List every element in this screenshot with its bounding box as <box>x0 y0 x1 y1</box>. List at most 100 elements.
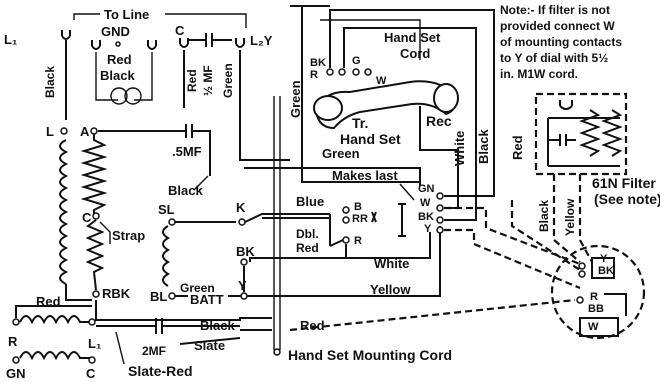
network-coil-bottom-icon <box>19 351 90 361</box>
white-h-label: White <box>374 256 409 271</box>
a-terminal-icon <box>90 127 98 135</box>
filter-name-line-1: 61N Filter <box>592 175 656 191</box>
ringer-terminal-right-icon <box>147 40 157 50</box>
yellow-h-label: Yellow <box>370 282 411 297</box>
filter-box <box>534 92 628 176</box>
g-hs-label: G <box>352 55 361 67</box>
bl-terminal-icon <box>168 292 176 300</box>
dial-group: Y BK R BB W <box>550 244 646 340</box>
rec-label: Rec <box>426 113 452 129</box>
white-vertical-label: White <box>452 131 467 166</box>
sl-terminal-icon <box>168 218 176 226</box>
filter-capacitor-icon <box>547 118 576 166</box>
hand-set-cord-label-2: Cord <box>400 46 430 61</box>
bk-sw-label: BK <box>236 244 255 259</box>
l2y-label: L₂Y <box>250 33 273 48</box>
red-vertical-label: Red <box>510 135 525 160</box>
mounting-contacts-group: Green Makes last GN W BK Y White Black R… <box>244 9 581 290</box>
wire-coil-to-rbk <box>65 284 92 301</box>
wire-w-to-dial-dashed <box>444 206 581 266</box>
wire-white-horizontal <box>249 232 431 262</box>
induction-coil-group: L A .5MF C Strap RBK <box>46 124 211 301</box>
wire-bk-to-dial-dashed <box>510 200 581 271</box>
makes-last-label: Makes last <box>332 168 398 183</box>
wire-slate <box>179 337 241 345</box>
to-line-label: To Line <box>104 7 149 22</box>
c-top-terminal-icon <box>179 38 189 48</box>
to-line-bracket-left <box>73 13 100 20</box>
makes-last-pointer <box>399 183 415 201</box>
wire-white-vertical <box>419 106 459 209</box>
green-vertical-label: Green <box>288 80 303 118</box>
filter-resistor-icon <box>579 109 601 157</box>
red-h-label: Red <box>300 318 325 333</box>
filter-resistor-2-icon <box>601 109 623 157</box>
l1-top-terminal-icon <box>61 30 71 40</box>
dial-w-contact-box <box>579 317 619 337</box>
green-batt-label: Green <box>180 281 215 295</box>
handset-box-top <box>290 5 330 50</box>
gn-bl-terminal-icon <box>12 356 20 364</box>
mounting-switch-bar-icon <box>398 203 406 237</box>
b-label: B <box>354 201 362 213</box>
black-mid-pointer <box>193 175 209 191</box>
switchhook-left-group: Black SL BL Green BATT Y BK K <box>150 175 330 307</box>
ringer-wire-right <box>134 52 153 101</box>
a-label: A <box>80 124 90 139</box>
bottom-left-network-group: Red R L₁ GN C 2MF Slate Slate-Red <box>6 294 241 381</box>
filter-yellow-label: Yellow <box>563 198 577 236</box>
two-mf-capacitor-icon <box>96 318 240 334</box>
gn-sw-terminal-icon <box>436 192 444 200</box>
half-mf-capacitor-icon <box>188 33 232 47</box>
note-line-5: in. M1W cord. <box>500 67 578 81</box>
line-terminals-group: To Line L₁ Black GND Red Black C L₂Y Red… <box>4 7 290 161</box>
tertiary-winding-icon <box>85 219 105 291</box>
filter-name-line-2: (See note) <box>594 191 660 207</box>
note-line-2: provided connect W <box>500 19 615 33</box>
mounting-cord-group: Hand Set Mounting Cord <box>273 96 452 363</box>
l2y-terminal-icon <box>235 38 245 48</box>
ringer-black-label: Black <box>100 68 135 83</box>
note-group: Note:- If filter is not provided connect… <box>500 3 622 81</box>
ringer-wire-left <box>95 52 118 101</box>
primary-winding-icon <box>59 139 69 285</box>
wire-cap-green-down <box>239 50 290 161</box>
c-bl-terminal-icon <box>88 356 96 364</box>
strap-label: Strap <box>112 228 145 243</box>
switch-contacts-group: Blue B RR R Dbl. Red <box>296 194 377 258</box>
c-coil-label: C <box>82 210 92 225</box>
point5mf-capacitor-icon <box>98 124 211 176</box>
cap-green-label: Green <box>221 63 235 98</box>
batt-label: BATT <box>190 292 224 307</box>
wire-green-mid <box>244 167 421 186</box>
hs-terminal-2-icon <box>338 68 346 76</box>
green-mid-label: Green <box>322 146 360 161</box>
k-terminal-icon <box>238 218 246 226</box>
l1-bl-label: L₁ <box>88 336 101 351</box>
two-mf-label: 2MF <box>142 344 166 358</box>
ringer-coil-left-icon <box>110 87 128 105</box>
point5mf-label: .5MF <box>172 144 202 159</box>
ringer-terminal-left-icon <box>91 40 101 50</box>
dial-r-terminal-icon <box>576 296 584 304</box>
wire-red-vertical <box>329 9 495 197</box>
c-coil-terminal-icon <box>92 212 100 220</box>
l1-top-label: L₁ <box>4 32 17 47</box>
k-spring-contact <box>244 213 330 223</box>
filter-yellow-lead <box>578 174 593 263</box>
strap-wire <box>99 221 111 244</box>
black-left-label: Black <box>43 66 57 98</box>
dial-bb-label: BB <box>588 303 604 315</box>
dial-yb-contact-box <box>591 257 615 279</box>
dbl-red-label-1: Dbl. <box>296 227 319 241</box>
r-hs-label: R <box>310 69 318 81</box>
bk-sw2-terminal-icon <box>436 216 444 224</box>
note-line-1: Note:- If filter is not <box>500 3 610 17</box>
hook-winding-icon <box>162 225 170 287</box>
rr-terminal-icon <box>342 216 350 224</box>
hs-terminal-3-icon <box>352 68 360 76</box>
r-sw-label: R <box>354 235 362 247</box>
tr-label: Tr. <box>352 115 368 131</box>
bk-sw-terminal-icon <box>240 258 248 266</box>
